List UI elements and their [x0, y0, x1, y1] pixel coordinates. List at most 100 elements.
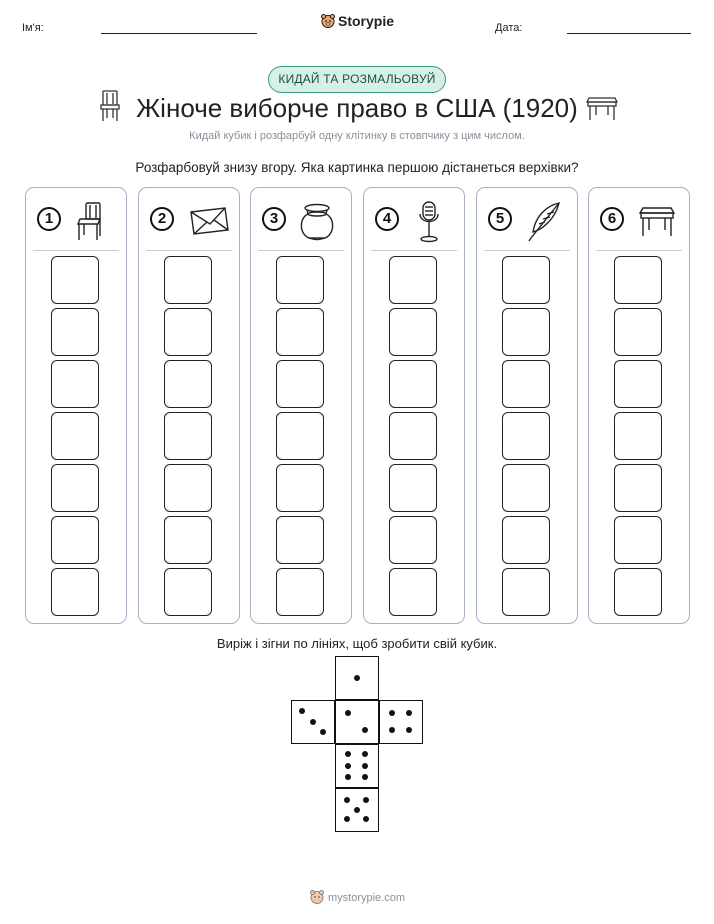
- die-pip: [345, 710, 352, 717]
- die-pip: [361, 751, 368, 758]
- cut-instruction: Виріж і зігни по лініях, щоб зробити сві…: [216, 636, 498, 651]
- die-pip: [319, 728, 326, 735]
- color-cell[interactable]: [276, 360, 324, 408]
- color-cell[interactable]: [51, 360, 99, 408]
- footer-url: mystorypie.com: [327, 892, 406, 904]
- color-cell[interactable]: [614, 568, 662, 616]
- die-pip: [362, 797, 369, 804]
- color-cell[interactable]: [164, 308, 212, 356]
- color-cell[interactable]: [389, 360, 437, 408]
- die-pip: [345, 762, 352, 769]
- name-line: [101, 33, 257, 34]
- die-face: [335, 744, 379, 788]
- color-cell[interactable]: [502, 308, 550, 356]
- color-cell[interactable]: [502, 412, 550, 460]
- pot-icon: [299, 200, 339, 247]
- name-label: Ім'я:: [22, 22, 44, 34]
- color-cell[interactable]: [389, 256, 437, 304]
- date-label: Дата:: [495, 22, 523, 34]
- die-pip: [362, 815, 369, 822]
- column-header: 3: [259, 198, 343, 242]
- die-pip: [361, 762, 368, 769]
- color-cell[interactable]: [276, 568, 324, 616]
- color-cell[interactable]: [164, 464, 212, 512]
- column-4: 4: [363, 187, 465, 624]
- die-face: [335, 700, 379, 744]
- footer: mystorypie.com: [0, 889, 714, 908]
- die-pip: [361, 773, 368, 780]
- brand: Storypie: [0, 13, 714, 32]
- color-cell[interactable]: [614, 516, 662, 564]
- color-cell[interactable]: [276, 464, 324, 512]
- chair-icon: [98, 89, 124, 128]
- subtitle: Кидай кубик і розфарбуй одну клітинку в …: [189, 130, 525, 142]
- microphone-icon: [412, 200, 446, 249]
- die-pip: [299, 708, 306, 715]
- color-cell[interactable]: [389, 568, 437, 616]
- column-number: 4: [375, 207, 399, 231]
- column-6: 6: [588, 187, 690, 624]
- color-cell[interactable]: [51, 412, 99, 460]
- color-cell[interactable]: [502, 360, 550, 408]
- die-pip: [345, 773, 352, 780]
- die-face: [335, 656, 379, 700]
- color-cell[interactable]: [51, 516, 99, 564]
- column-number: 6: [600, 207, 624, 231]
- die-face: [379, 700, 423, 744]
- chair-icon: [74, 200, 108, 247]
- column-header: 4: [372, 198, 456, 243]
- column-1: 1: [25, 187, 127, 624]
- die-pip: [405, 726, 412, 733]
- color-cell[interactable]: [164, 256, 212, 304]
- die-pip: [353, 674, 360, 681]
- color-cell[interactable]: [276, 308, 324, 356]
- color-cell[interactable]: [276, 516, 324, 564]
- color-cell[interactable]: [164, 516, 212, 564]
- date-line: [567, 33, 691, 34]
- column-2: 2: [138, 187, 240, 624]
- color-cell[interactable]: [389, 412, 437, 460]
- color-cell[interactable]: [614, 412, 662, 460]
- die-pip: [353, 806, 360, 813]
- color-cell[interactable]: [389, 308, 437, 356]
- table-icon: [637, 200, 677, 245]
- die-pip: [309, 718, 316, 725]
- color-cell[interactable]: [614, 360, 662, 408]
- color-cell[interactable]: [164, 360, 212, 408]
- column-5: 5: [476, 187, 578, 624]
- color-cell[interactable]: [51, 464, 99, 512]
- column-3: 3: [250, 187, 352, 624]
- color-cell[interactable]: [389, 464, 437, 512]
- color-cell[interactable]: [164, 568, 212, 616]
- color-cell[interactable]: [51, 568, 99, 616]
- storypie-logo-icon: [320, 13, 336, 32]
- color-cell[interactable]: [51, 256, 99, 304]
- color-cell[interactable]: [389, 516, 437, 564]
- instruction: Розфарбовуй знизу вгору. Яка картинка пе…: [135, 160, 579, 175]
- column-number: 2: [150, 207, 174, 231]
- color-cell[interactable]: [502, 464, 550, 512]
- page-title: Жіноче виборче право в США (1920): [136, 93, 578, 123]
- color-cell[interactable]: [614, 308, 662, 356]
- storypie-logo-icon: [309, 889, 325, 908]
- color-cell[interactable]: [614, 256, 662, 304]
- column-header: 1: [34, 198, 118, 242]
- color-cell[interactable]: [276, 256, 324, 304]
- color-cell[interactable]: [502, 256, 550, 304]
- color-cell[interactable]: [502, 516, 550, 564]
- column-number: 5: [488, 207, 512, 231]
- column-header: 5: [485, 198, 569, 242]
- color-cell[interactable]: [276, 412, 324, 460]
- column-number: 1: [37, 207, 61, 231]
- column-number: 3: [262, 207, 286, 231]
- die-pip: [389, 710, 396, 717]
- color-cell[interactable]: [51, 308, 99, 356]
- color-cell[interactable]: [614, 464, 662, 512]
- color-cell[interactable]: [164, 412, 212, 460]
- die-pip: [345, 751, 352, 758]
- die-face: [335, 788, 379, 832]
- quill-icon: [525, 200, 565, 249]
- die-pip: [389, 726, 396, 733]
- color-cell[interactable]: [502, 568, 550, 616]
- brand-name: Storypie: [337, 13, 394, 29]
